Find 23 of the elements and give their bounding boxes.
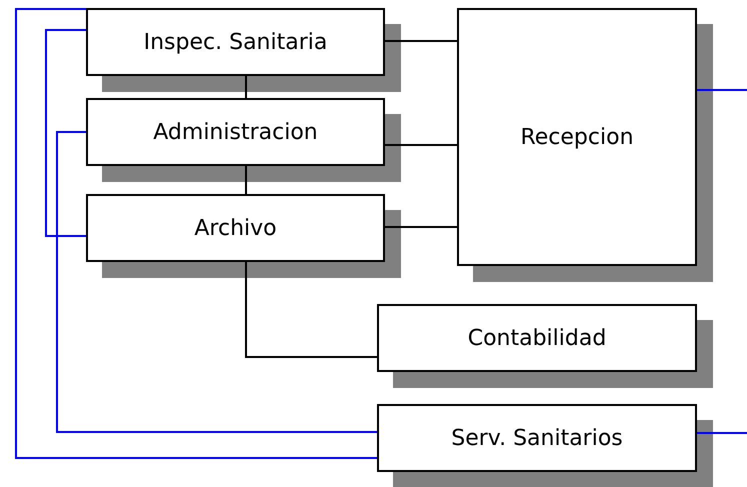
department-name: Serv. Sanitarios	[451, 424, 623, 452]
department-box	[86, 98, 385, 166]
connector-line	[15, 8, 377, 459]
connector-line	[45, 29, 86, 237]
connector-line	[385, 144, 457, 146]
connector-line	[245, 166, 247, 194]
department-name: Archivo	[194, 214, 277, 242]
connector-line	[245, 76, 247, 98]
department-name: Inspec. Sanitaria	[144, 28, 328, 56]
department-name: Recepcion	[520, 124, 634, 152]
connector-line	[385, 226, 457, 228]
department-name: Contabilidad	[468, 324, 606, 352]
connector-line	[697, 432, 747, 434]
connector-line	[245, 262, 377, 358]
department-box	[86, 194, 385, 262]
connector-line	[385, 40, 457, 42]
department-box	[377, 304, 697, 372]
department-name: Administracion	[153, 118, 318, 146]
department-box	[377, 404, 697, 472]
connector-line	[56, 131, 377, 433]
connector-line	[697, 89, 747, 91]
department-box	[457, 8, 697, 266]
department-box	[86, 8, 385, 76]
